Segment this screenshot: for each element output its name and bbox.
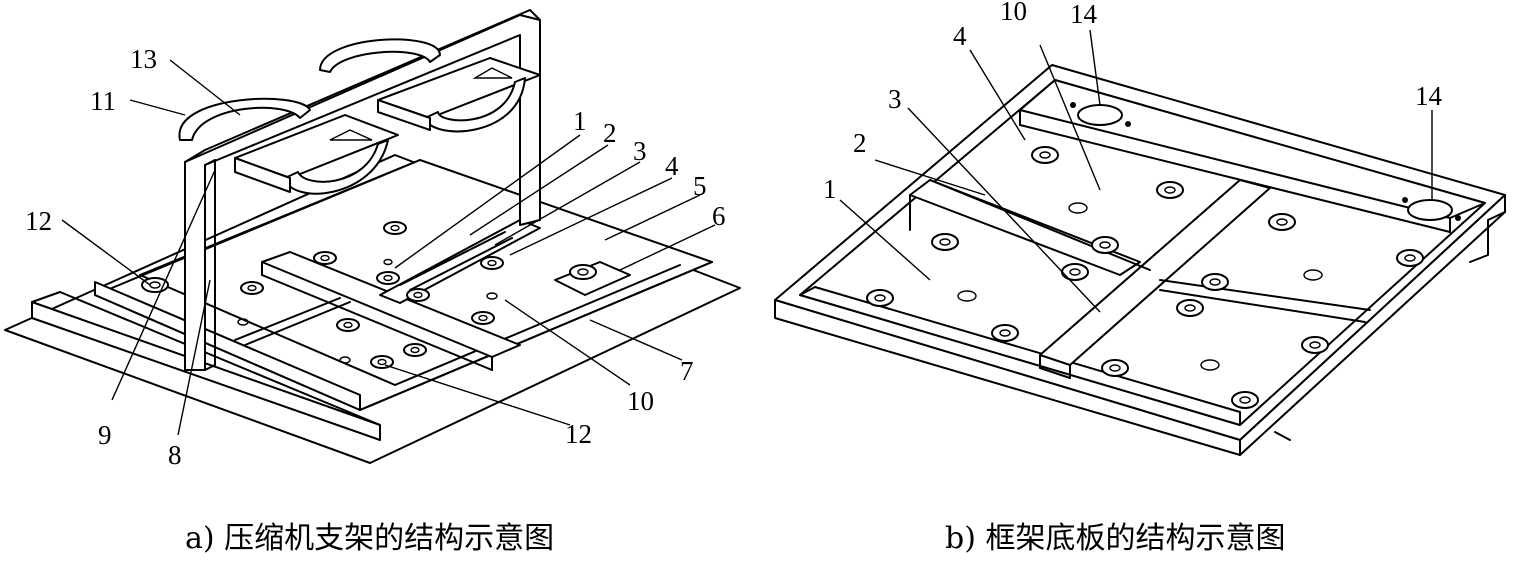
frame-base-plate-diagram: 1 2 3 4 10 14 14 xyxy=(774,0,1506,456)
leader-lines xyxy=(61,59,716,436)
label-10: 10 xyxy=(1000,0,1027,26)
rear-beam xyxy=(1019,79,1486,233)
label-12-left: 12 xyxy=(25,206,52,236)
label-2: 2 xyxy=(853,128,867,158)
label-14-left: 14 xyxy=(1070,0,1098,29)
label-1: 1 xyxy=(823,174,837,204)
label-4: 4 xyxy=(665,151,679,181)
central-rib xyxy=(909,179,1371,379)
label-7: 7 xyxy=(680,356,694,386)
label-3: 3 xyxy=(888,84,902,114)
label-2: 2 xyxy=(603,118,617,148)
bolt-studs xyxy=(141,221,597,369)
label-10: 10 xyxy=(627,386,654,416)
compressor-clamps xyxy=(178,38,541,195)
label-14-right: 14 xyxy=(1415,81,1443,111)
bolt-studs xyxy=(866,146,1424,409)
label-12-right: 12 xyxy=(565,419,592,449)
leader-lines xyxy=(839,29,1433,313)
label-6: 6 xyxy=(712,201,726,231)
part-numbers: 1 2 3 4 5 6 7 8 9 10 11 12 12 13 xyxy=(25,44,726,470)
base-frame xyxy=(774,64,1506,456)
upright-frame xyxy=(184,9,541,371)
label-13: 13 xyxy=(130,44,157,74)
label-8: 8 xyxy=(168,440,182,470)
part-numbers: 1 2 3 4 10 14 14 xyxy=(823,0,1443,204)
label-3: 3 xyxy=(633,136,647,166)
caption-frame-base-plate: b) 框架底板的结构示意图 xyxy=(945,521,1286,556)
compressor-support-diagram: 1 2 3 4 5 6 7 8 9 10 11 12 12 13 xyxy=(4,9,741,470)
label-4: 4 xyxy=(953,21,967,51)
caption-compressor-support: a) 压缩机支架的结构示意图 xyxy=(185,521,555,556)
label-11: 11 xyxy=(90,86,116,116)
label-1: 1 xyxy=(573,106,587,136)
label-9: 9 xyxy=(98,420,112,450)
label-5: 5 xyxy=(693,171,707,201)
